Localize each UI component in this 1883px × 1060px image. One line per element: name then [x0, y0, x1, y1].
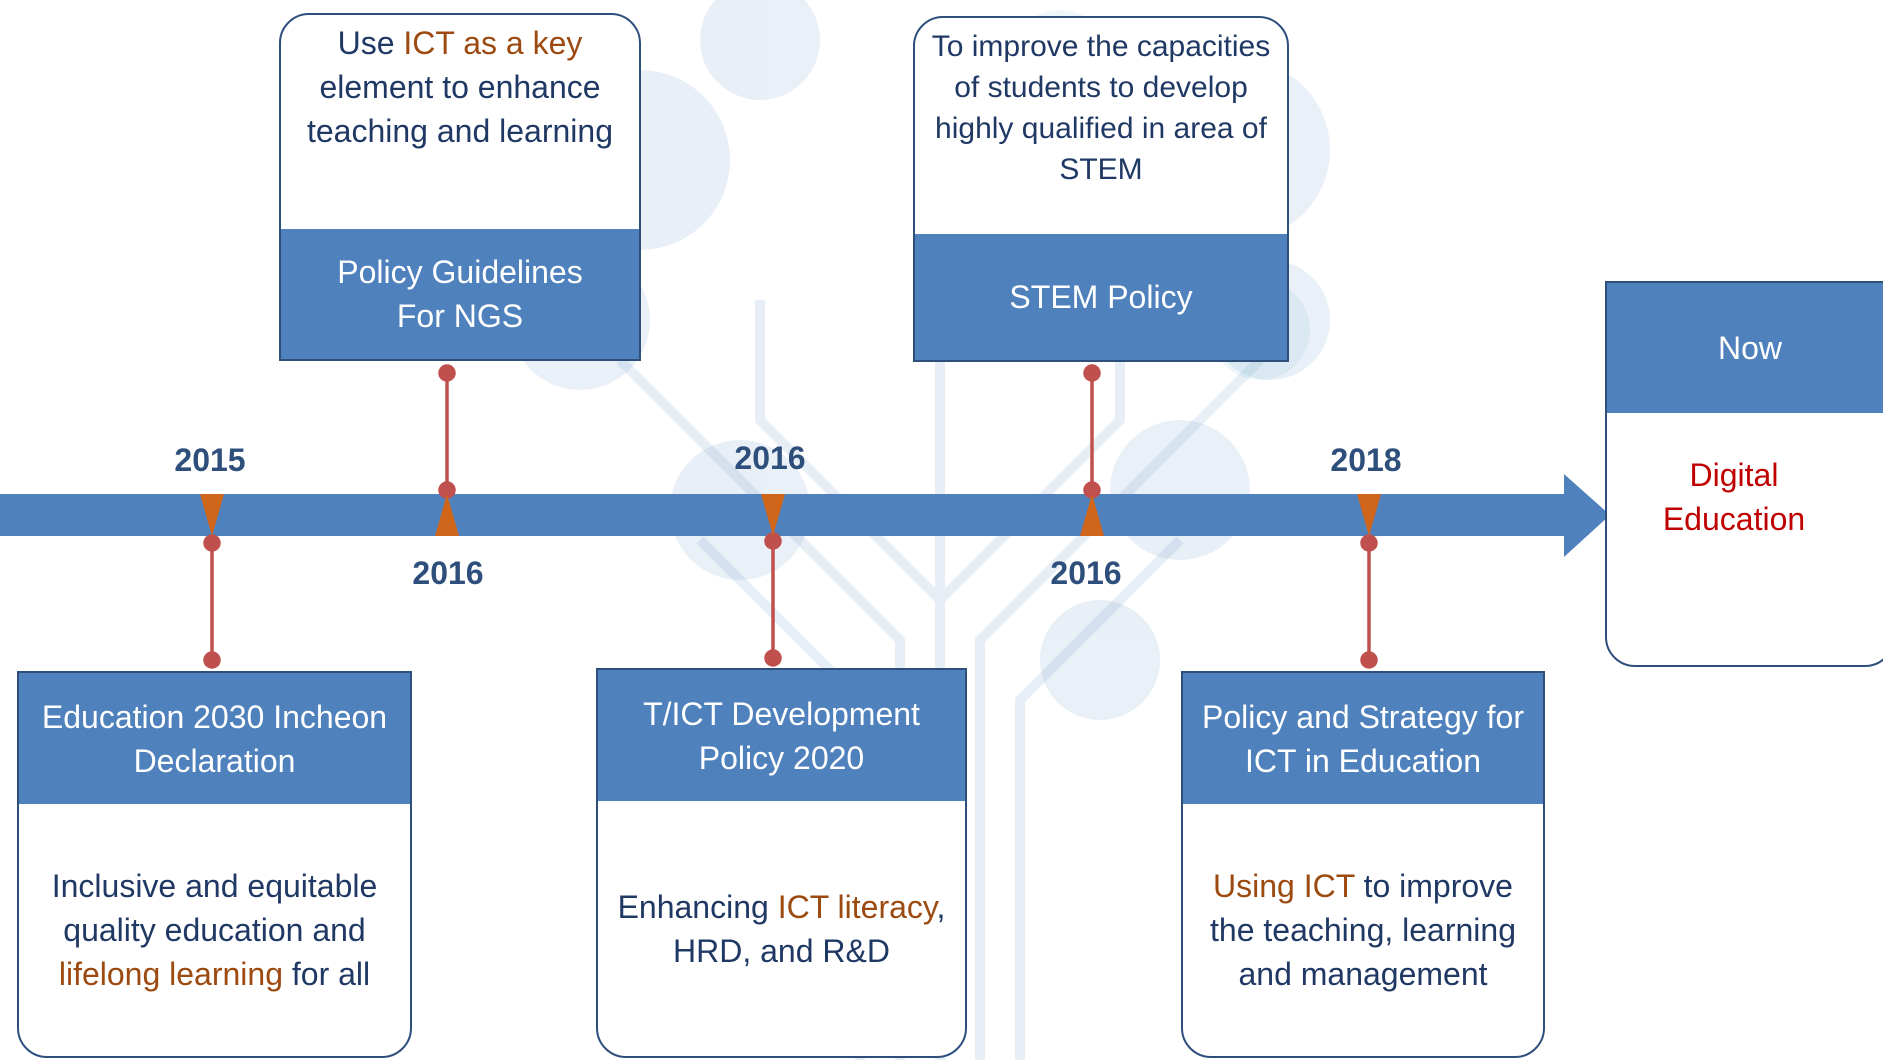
card-tict-title: T/ICT Development Policy 2020 — [598, 670, 965, 801]
card-stem-description: To improve the capacities of students to… — [931, 30, 1271, 186]
card-ngs-description: Use ICT as a key element to enhance teac… — [306, 25, 613, 149]
card-now-title: Now — [1607, 283, 1883, 413]
marker-2016-tict — [761, 494, 785, 536]
card-ict-education-description: Using ICT to improve the teaching, learn… — [1210, 868, 1516, 992]
card-tict-development-policy: T/ICT Development Policy 2020 Enhancing … — [596, 668, 967, 1058]
year-label-2016-ngs: 2016 — [412, 555, 484, 591]
year-label-2018: 2018 — [1330, 442, 1402, 478]
year-label-2015: 2015 — [174, 442, 246, 478]
card-ngs-title: Policy Guidelines For NGS — [281, 229, 639, 359]
card-now-digital-education: Now Digital Education — [1605, 281, 1883, 667]
card-stem-title: STEM Policy — [915, 234, 1287, 360]
card-incheon-description: Inclusive and equitable quality educatio… — [51, 868, 378, 992]
card-now-description: Digital Education — [1662, 457, 1806, 537]
card-incheon-declaration: Education 2030 Incheon Declaration Inclu… — [17, 671, 412, 1058]
card-tict-description: Enhancing ICT literacy, HRD, and R&D — [617, 888, 946, 969]
timeline-arrow-head — [1564, 474, 1610, 557]
card-ict-education-title: Policy and Strategy for ICT in Education — [1183, 673, 1543, 804]
card-ict-in-education: Policy and Strategy for ICT in Education… — [1181, 671, 1545, 1058]
card-stem-policy: To improve the capacities of students to… — [913, 16, 1289, 362]
year-label-2016-stem: 2016 — [1050, 555, 1122, 591]
year-label-2016-tict: 2016 — [734, 440, 806, 476]
marker-2016-stem — [1080, 494, 1104, 536]
marker-2018 — [1357, 494, 1381, 536]
marker-2016-ngs — [435, 494, 459, 536]
timeline-arrow-shaft — [0, 494, 1570, 536]
card-incheon-title: Education 2030 Incheon Declaration — [19, 673, 410, 804]
card-policy-guidelines-ngs: Use ICT as a key element to enhance teac… — [279, 13, 641, 361]
marker-2015 — [200, 494, 224, 536]
music-icon — [1040, 600, 1160, 720]
